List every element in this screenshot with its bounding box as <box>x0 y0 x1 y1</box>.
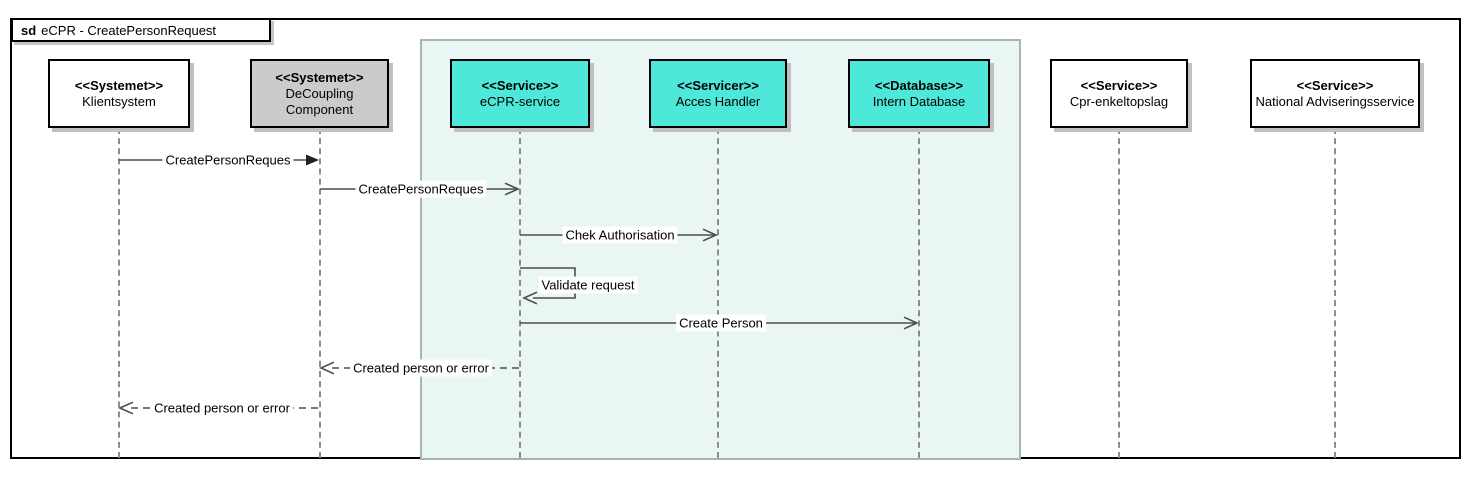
message-label-created-person-or-error-1: Created person or error <box>350 359 492 377</box>
actor-acces-handler: <<Servicer>> Acces Handler <box>649 59 787 128</box>
actor-name: Klientsystem <box>82 93 156 109</box>
message-arrow-created-person-or-error-2 <box>118 401 318 415</box>
actor-cpr-enkeltopslag: <<Service>> Cpr-enkeltopslag <box>1050 59 1188 128</box>
actor-stereotype: <<Service>> <box>481 77 559 93</box>
message-label-create-person-reques-2: CreatePersonReques <box>355 180 487 198</box>
actor-name: Intern Database <box>872 93 966 109</box>
message-label-created-person-or-error-2: Created person or error <box>151 399 293 417</box>
actor-stereotype: <<Systemet>> <box>74 77 164 93</box>
message-label-create-person-reques-1: CreatePersonReques <box>162 151 294 169</box>
lifeline-klientsystem <box>118 128 120 458</box>
message-label-validate-request: Validate request <box>538 276 638 294</box>
actor-name: National Adviseringsservice <box>1255 93 1415 109</box>
actor-stereotype: <<Database>> <box>874 77 964 93</box>
lifeline-ecpr-service <box>519 128 521 458</box>
actor-klientsystem: <<Systemet>> Klientsystem <box>48 59 190 128</box>
actor-decoupling-component: <<Systemet>> DeCoupling Component <box>250 59 389 128</box>
message-label-create-person: Create Person <box>676 314 766 332</box>
actor-stereotype: <<Service>> <box>1296 77 1374 93</box>
actor-intern-database: <<Database>> Intern Database <box>848 59 990 128</box>
actor-name: DeCoupling Component <box>285 85 354 117</box>
actor-name: Acces Handler <box>675 93 761 109</box>
lifeline-intern-database <box>918 128 920 458</box>
message-label-chek-authorisation: Chek Authorisation <box>562 226 678 244</box>
actor-ecpr-service: <<Service>> eCPR-service <box>450 59 590 128</box>
lifeline-national-adviseringsservice <box>1334 128 1336 458</box>
actor-name: eCPR-service <box>479 93 561 109</box>
diagram-title-tab: sd eCPR - CreatePersonRequest <box>11 18 271 42</box>
actor-stereotype: <<Systemet>> <box>275 69 364 85</box>
diagram-title: eCPR - CreatePersonRequest <box>41 22 217 38</box>
actor-stereotype: <<Servicer>> <box>677 77 759 93</box>
frame-keyword: sd <box>21 22 37 38</box>
actor-name: Cpr-enkeltopslag <box>1069 93 1169 109</box>
lifeline-decoupling-component <box>319 128 321 458</box>
lifeline-acces-handler <box>717 128 719 458</box>
actor-stereotype: <<Service>> <box>1080 77 1158 93</box>
lifeline-cpr-enkeltopslag <box>1118 128 1120 458</box>
actor-national-adviseringsservice: <<Service>> National Adviseringsservice <box>1250 59 1420 128</box>
